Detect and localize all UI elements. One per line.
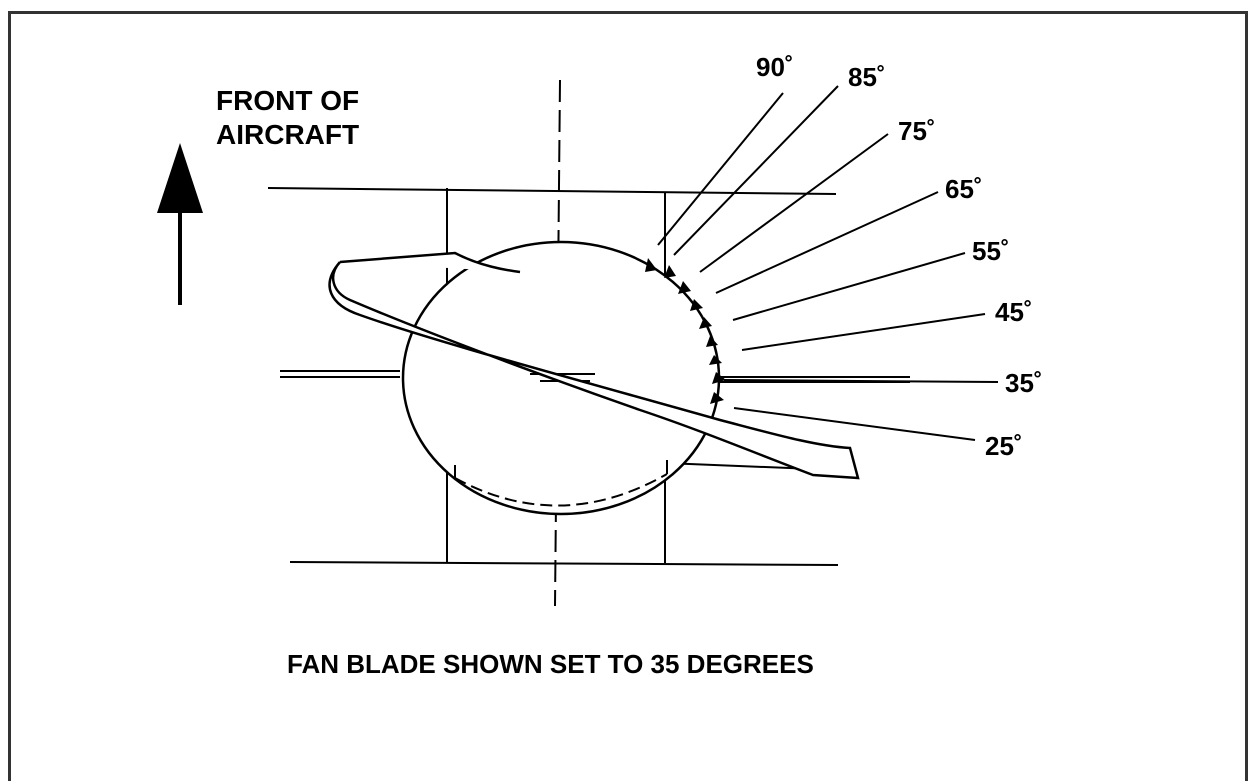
angle-label-90: 90˚ xyxy=(756,52,794,82)
angle-label-65: 65˚ xyxy=(945,174,983,204)
fan-blade xyxy=(328,251,860,480)
hub-dashed-arc xyxy=(454,473,668,507)
front-label-line1: FRONT OF xyxy=(216,85,360,116)
front-of-aircraft-label: FRONT OF AIRCRAFT xyxy=(216,84,359,152)
angle-leader-lines xyxy=(657,85,999,441)
angle-label-75: 75˚ xyxy=(898,116,936,146)
center-line xyxy=(554,79,561,607)
forward-arrow-icon xyxy=(157,143,203,305)
front-label-line2: AIRCRAFT xyxy=(216,119,360,150)
angle-label-35: 35˚ xyxy=(1005,368,1043,398)
angle-labels: 90˚ 85˚ 75˚ 65˚ 55˚ 45˚ 35˚ 25˚ xyxy=(756,52,1043,461)
angle-label-85: 85˚ xyxy=(848,62,886,92)
angle-label-25: 25˚ xyxy=(985,431,1023,461)
figure-caption: FAN BLADE SHOWN SET TO 35 DEGREES xyxy=(287,649,814,679)
pitch-index-marks xyxy=(645,258,726,404)
angle-label-55: 55˚ xyxy=(972,236,1010,266)
angle-label-45: 45˚ xyxy=(995,297,1033,327)
figure-frame xyxy=(8,11,1248,781)
